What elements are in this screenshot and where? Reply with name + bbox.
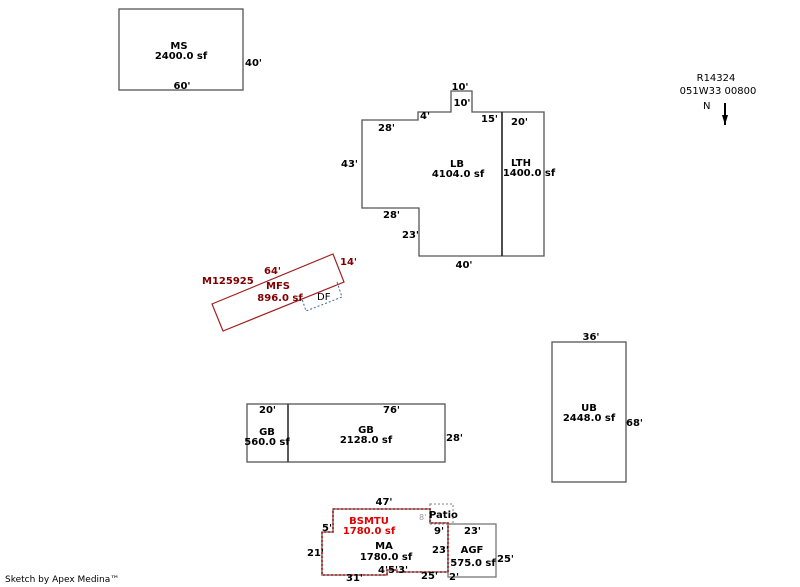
gb-large-name: GB <box>358 425 374 436</box>
lb-dim: 43' <box>341 159 358 170</box>
lb-dim: 10' <box>451 82 469 93</box>
mfs-id: M125925 <box>202 276 254 287</box>
lb-dim: 15' <box>481 114 498 125</box>
ms-dim: 60' <box>173 81 191 92</box>
ub-name: UB <box>581 403 597 414</box>
bsmtu-name: BSMTU <box>349 516 389 527</box>
gb-large-outline[interactable] <box>287 403 446 463</box>
ma-area: 1780.0 sf <box>359 552 413 563</box>
ms-name: MS <box>170 41 188 52</box>
lb-dim: 28' <box>378 123 395 134</box>
bsmtu-dim: 25' <box>421 571 438 582</box>
lb-dim: 23' <box>402 230 419 241</box>
ub-dim: 68' <box>626 418 643 429</box>
mfs-area: 896.0 sf <box>257 293 303 304</box>
gb-large-dim: 76' <box>383 405 400 416</box>
lb-name: LB <box>450 159 464 170</box>
ms-area: 2400.0 sf <box>154 51 208 62</box>
lb-outline[interactable] <box>361 90 545 257</box>
bsmtu-dashed-outline <box>321 508 449 576</box>
mfs-dim: 14' <box>340 257 357 268</box>
df-name: DF <box>317 292 331 303</box>
bsmtu-dim: 5' <box>322 523 333 534</box>
bsmtu-dim: 23' <box>432 545 449 556</box>
bsmtu-dim: 9' <box>434 526 445 537</box>
gb-small-name: GB <box>259 427 275 438</box>
lb-dim: 4' <box>420 111 431 122</box>
lth-dim: 20' <box>511 117 528 128</box>
bsmtu-dim: 31' <box>346 573 363 584</box>
agf-dim: 23' <box>464 526 481 537</box>
gb-small-area: 560.0 sf <box>244 437 290 448</box>
bsmtu-dim: 21' <box>307 548 324 559</box>
bsmtu-dim: 2' <box>449 572 460 583</box>
bsmtu-dim: 3' <box>398 565 409 576</box>
ms-outline[interactable] <box>118 8 244 91</box>
lb-dim: 10' <box>453 98 471 109</box>
bsmtu-area: 1780.0 sf <box>342 526 396 537</box>
lb-dim: 40' <box>455 260 473 271</box>
agf-area: 575.0 sf <box>450 558 496 569</box>
footer-credit: Sketch by Apex Medina™ <box>5 575 120 585</box>
patio-name: Patio <box>429 510 458 521</box>
patio-dim: 8' <box>419 513 427 522</box>
mfs-name: MFS <box>266 281 290 292</box>
lth-area: 1400.0 sf <box>502 168 556 179</box>
ma-name: MA <box>375 541 393 552</box>
bsmtu-dim: 4' <box>378 565 389 576</box>
gb-large-area: 2128.0 sf <box>339 435 393 446</box>
ub-dim: 36' <box>582 332 600 343</box>
mfs-dim: 64' <box>264 266 281 277</box>
df-outline[interactable] <box>301 281 343 312</box>
lb-area: 4104.0 sf <box>431 169 485 180</box>
gb-small-dim: 20' <box>259 405 276 416</box>
bsmtu-dim: 47' <box>375 497 393 508</box>
bsmtu-dim: 5' <box>388 565 399 576</box>
north-label: N <box>703 101 711 112</box>
parcel-id: R14324 <box>696 73 736 84</box>
mfs-outline[interactable] <box>211 253 345 332</box>
ub-outline[interactable] <box>551 341 627 483</box>
gb-large-dim: 28' <box>446 433 463 444</box>
parcel-number: 051W33 00800 <box>679 86 757 97</box>
north-arrow-icon <box>722 103 728 125</box>
agf-name: AGF <box>460 545 484 556</box>
ub-area: 2448.0 sf <box>562 413 616 424</box>
lth-name: LTH <box>511 158 531 169</box>
ms-dim: 40' <box>245 58 262 69</box>
bsmtu-notch-dims: 4' 5' 3' <box>378 565 408 576</box>
lb-dim: 28' <box>383 210 400 221</box>
agf-dim: 25' <box>497 554 514 565</box>
